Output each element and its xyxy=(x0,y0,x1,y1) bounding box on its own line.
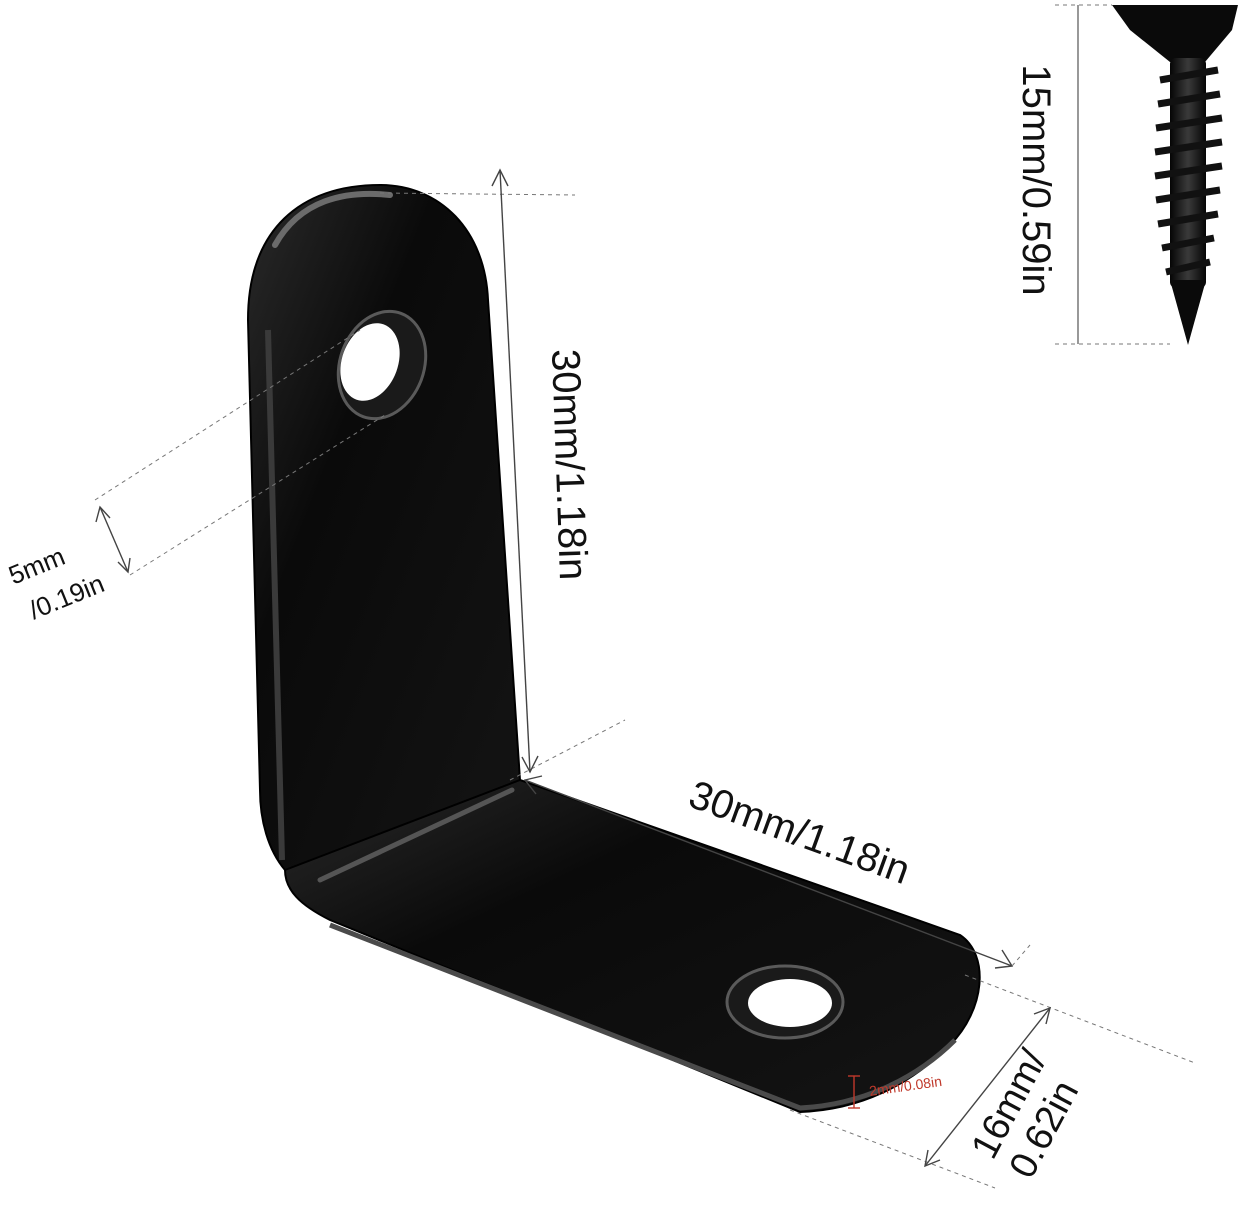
bracket-vertical-arm xyxy=(246,183,522,882)
screw-threads xyxy=(1154,66,1223,276)
bracket-bend-highlight xyxy=(317,787,515,883)
bracket-bottom-edge xyxy=(329,922,957,1111)
vertical-arm-label: 30mm/1.18in xyxy=(543,348,595,581)
bracket-edge-highlight xyxy=(272,190,393,248)
vertical-arm-guides xyxy=(379,192,626,781)
hole-diameter-dimension-line xyxy=(95,505,131,574)
bracket-upper-hole xyxy=(336,309,428,421)
width-guides xyxy=(789,974,1196,1189)
screw-tip xyxy=(1170,280,1206,345)
hole-diameter-guides xyxy=(94,329,386,576)
vertical-arm-dimension-line xyxy=(491,168,539,774)
thickness-marker xyxy=(848,1075,860,1109)
bracket-side-highlight xyxy=(265,329,285,861)
screw-head xyxy=(1112,5,1238,62)
screw-length-label: 15mm/0.59in xyxy=(1014,64,1058,295)
l-bracket-illustration xyxy=(246,183,981,1114)
bracket-lower-hole xyxy=(725,964,845,1040)
screw-length-guides xyxy=(1055,4,1170,345)
width-dimension-line xyxy=(924,1006,1052,1168)
screw-illustration xyxy=(1112,5,1238,345)
